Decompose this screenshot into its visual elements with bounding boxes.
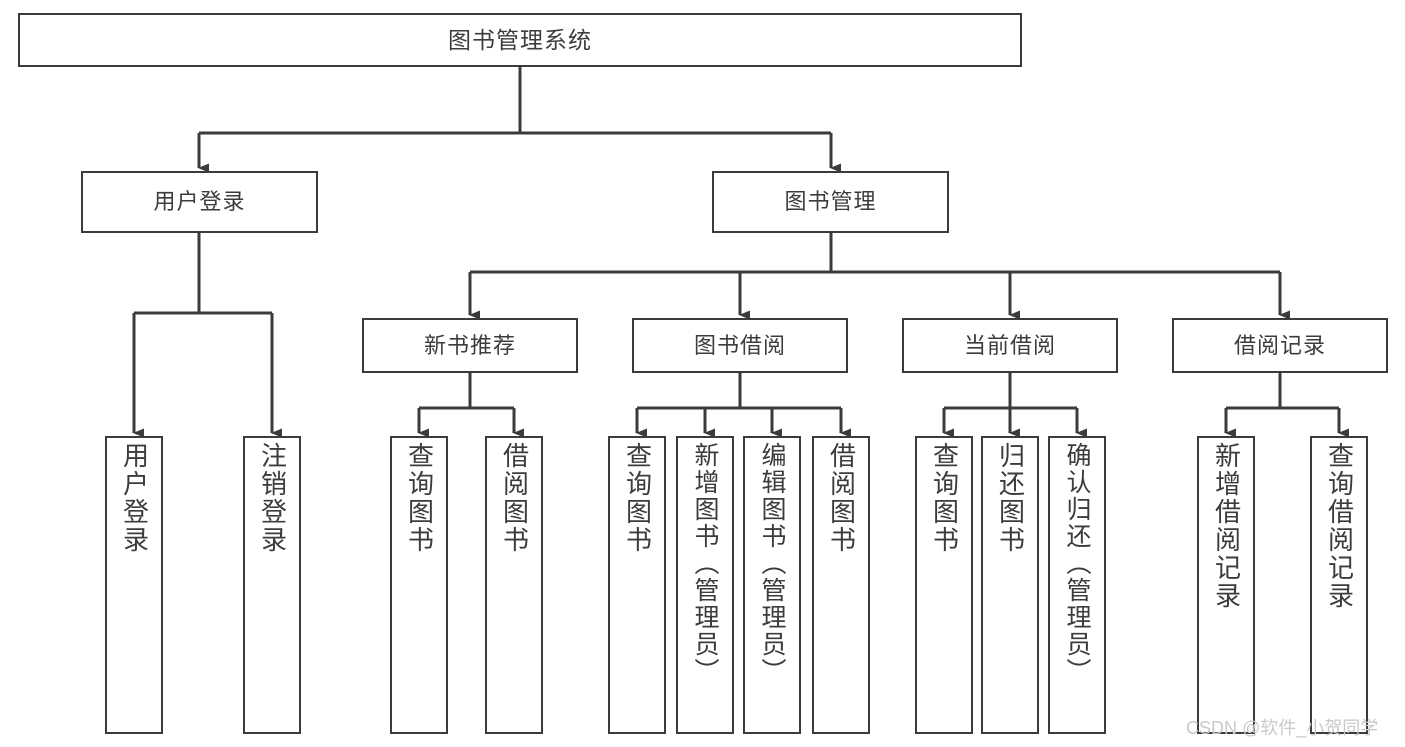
node-label: 新增借阅记录 [1211, 442, 1242, 610]
node-user-login[interactable]: 用户登录 [81, 171, 318, 233]
leaf-borrow-borrow-book[interactable]: 借阅图书 [812, 436, 870, 734]
leaf-user-login-signin[interactable]: 用户登录 [105, 436, 163, 734]
leaf-current-return-book[interactable]: 归还图书 [981, 436, 1039, 734]
watermark-text: CSDN @软件_小贺同学 [1186, 718, 1379, 738]
node-label: 注销登录 [257, 442, 288, 554]
node-label: 查询借阅记录 [1324, 442, 1355, 610]
node-label: 借阅图书 [499, 442, 530, 554]
node-label: 编辑图书（管理员） [758, 442, 786, 685]
node-label: 图书管理系统 [448, 26, 592, 53]
leaf-borrow-add-book-admin[interactable]: 新增图书（管理员） [676, 436, 734, 734]
node-label: 借阅图书 [826, 442, 857, 554]
node-label: 查询图书 [622, 442, 653, 554]
leaf-current-confirm-return-admin[interactable]: 确认归还（管理员） [1048, 436, 1106, 734]
leaf-current-query-book[interactable]: 查询图书 [915, 436, 973, 734]
node-label: 归还图书 [995, 442, 1026, 554]
node-new-book-recommend[interactable]: 新书推荐 [362, 318, 578, 373]
node-book-management[interactable]: 图书管理 [712, 171, 949, 233]
node-label: 查询图书 [404, 442, 435, 554]
node-label: 新增图书（管理员） [691, 442, 719, 685]
node-book-borrow[interactable]: 图书借阅 [632, 318, 848, 373]
node-label: 新书推荐 [423, 332, 516, 358]
node-label: 当前借阅 [963, 332, 1056, 358]
node-label: 借阅记录 [1233, 332, 1326, 358]
leaf-recommend-query-book[interactable]: 查询图书 [390, 436, 448, 734]
node-label: 图书管理 [784, 189, 877, 215]
node-label: 查询图书 [929, 442, 960, 554]
leaf-recommend-borrow-book[interactable]: 借阅图书 [485, 436, 543, 734]
leaf-borrow-query-book[interactable]: 查询图书 [608, 436, 666, 734]
leaf-records-add-record[interactable]: 新增借阅记录 [1197, 436, 1255, 734]
node-current-borrow[interactable]: 当前借阅 [902, 318, 1118, 373]
leaf-borrow-edit-book-admin[interactable]: 编辑图书（管理员） [743, 436, 801, 734]
node-label: 图书借阅 [693, 332, 786, 358]
node-borrow-records[interactable]: 借阅记录 [1172, 318, 1388, 373]
node-label: 确认归还（管理员） [1063, 442, 1091, 685]
node-label: 用户登录 [153, 189, 246, 215]
leaf-records-query-record[interactable]: 查询借阅记录 [1310, 436, 1368, 734]
node-label: 用户登录 [119, 442, 150, 554]
node-root-system[interactable]: 图书管理系统 [18, 13, 1022, 67]
leaf-user-login-signout[interactable]: 注销登录 [243, 436, 301, 734]
